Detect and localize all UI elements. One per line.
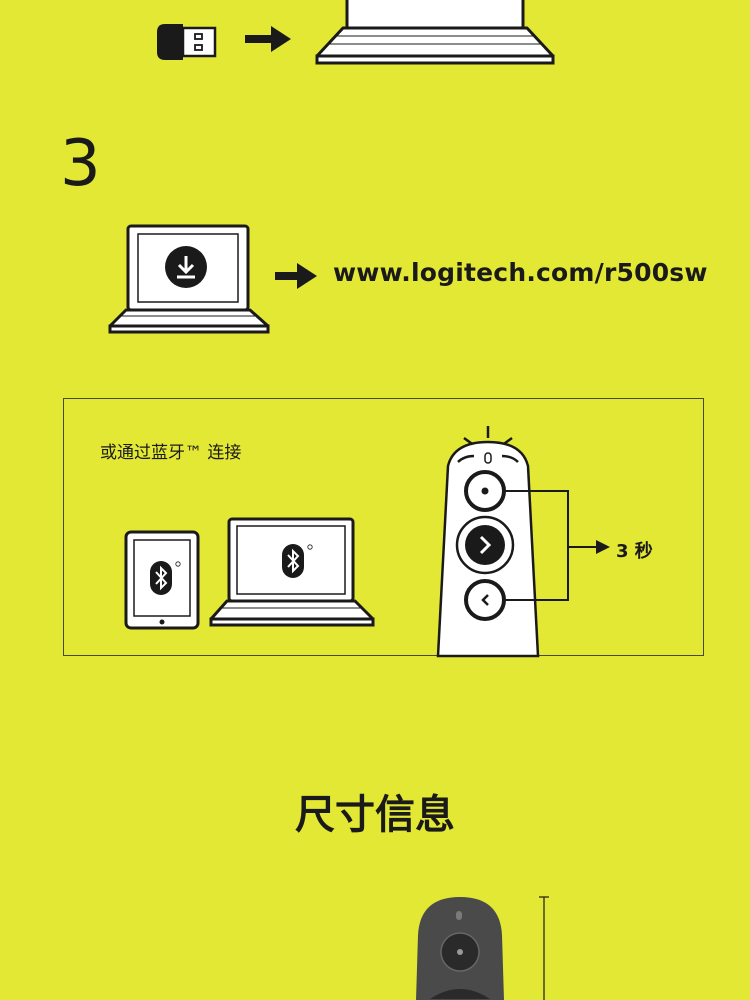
presenter-remote-icon xyxy=(416,895,506,1000)
step-number: 3 xyxy=(60,127,101,201)
bluetooth-icon xyxy=(280,544,314,580)
bluetooth-icon xyxy=(148,561,182,597)
bluetooth-instructions-box xyxy=(63,398,704,656)
bluetooth-connect-label: 或通过蓝牙™ 连接 xyxy=(100,443,242,463)
dimension-line-icon xyxy=(538,895,550,1000)
usb-receiver-icon xyxy=(155,16,219,64)
laptop-icon xyxy=(108,224,272,334)
arrow-right-icon xyxy=(245,26,291,52)
arrow-right-icon xyxy=(275,263,317,289)
download-icon xyxy=(165,246,207,288)
laptop-icon xyxy=(315,0,555,66)
presenter-remote-icon xyxy=(436,424,666,658)
section-title: 尺寸信息 xyxy=(295,792,455,838)
hold-duration-label: 3 秒 xyxy=(616,541,653,562)
download-url-link[interactable]: www.logitech.com/r500sw xyxy=(333,258,708,287)
